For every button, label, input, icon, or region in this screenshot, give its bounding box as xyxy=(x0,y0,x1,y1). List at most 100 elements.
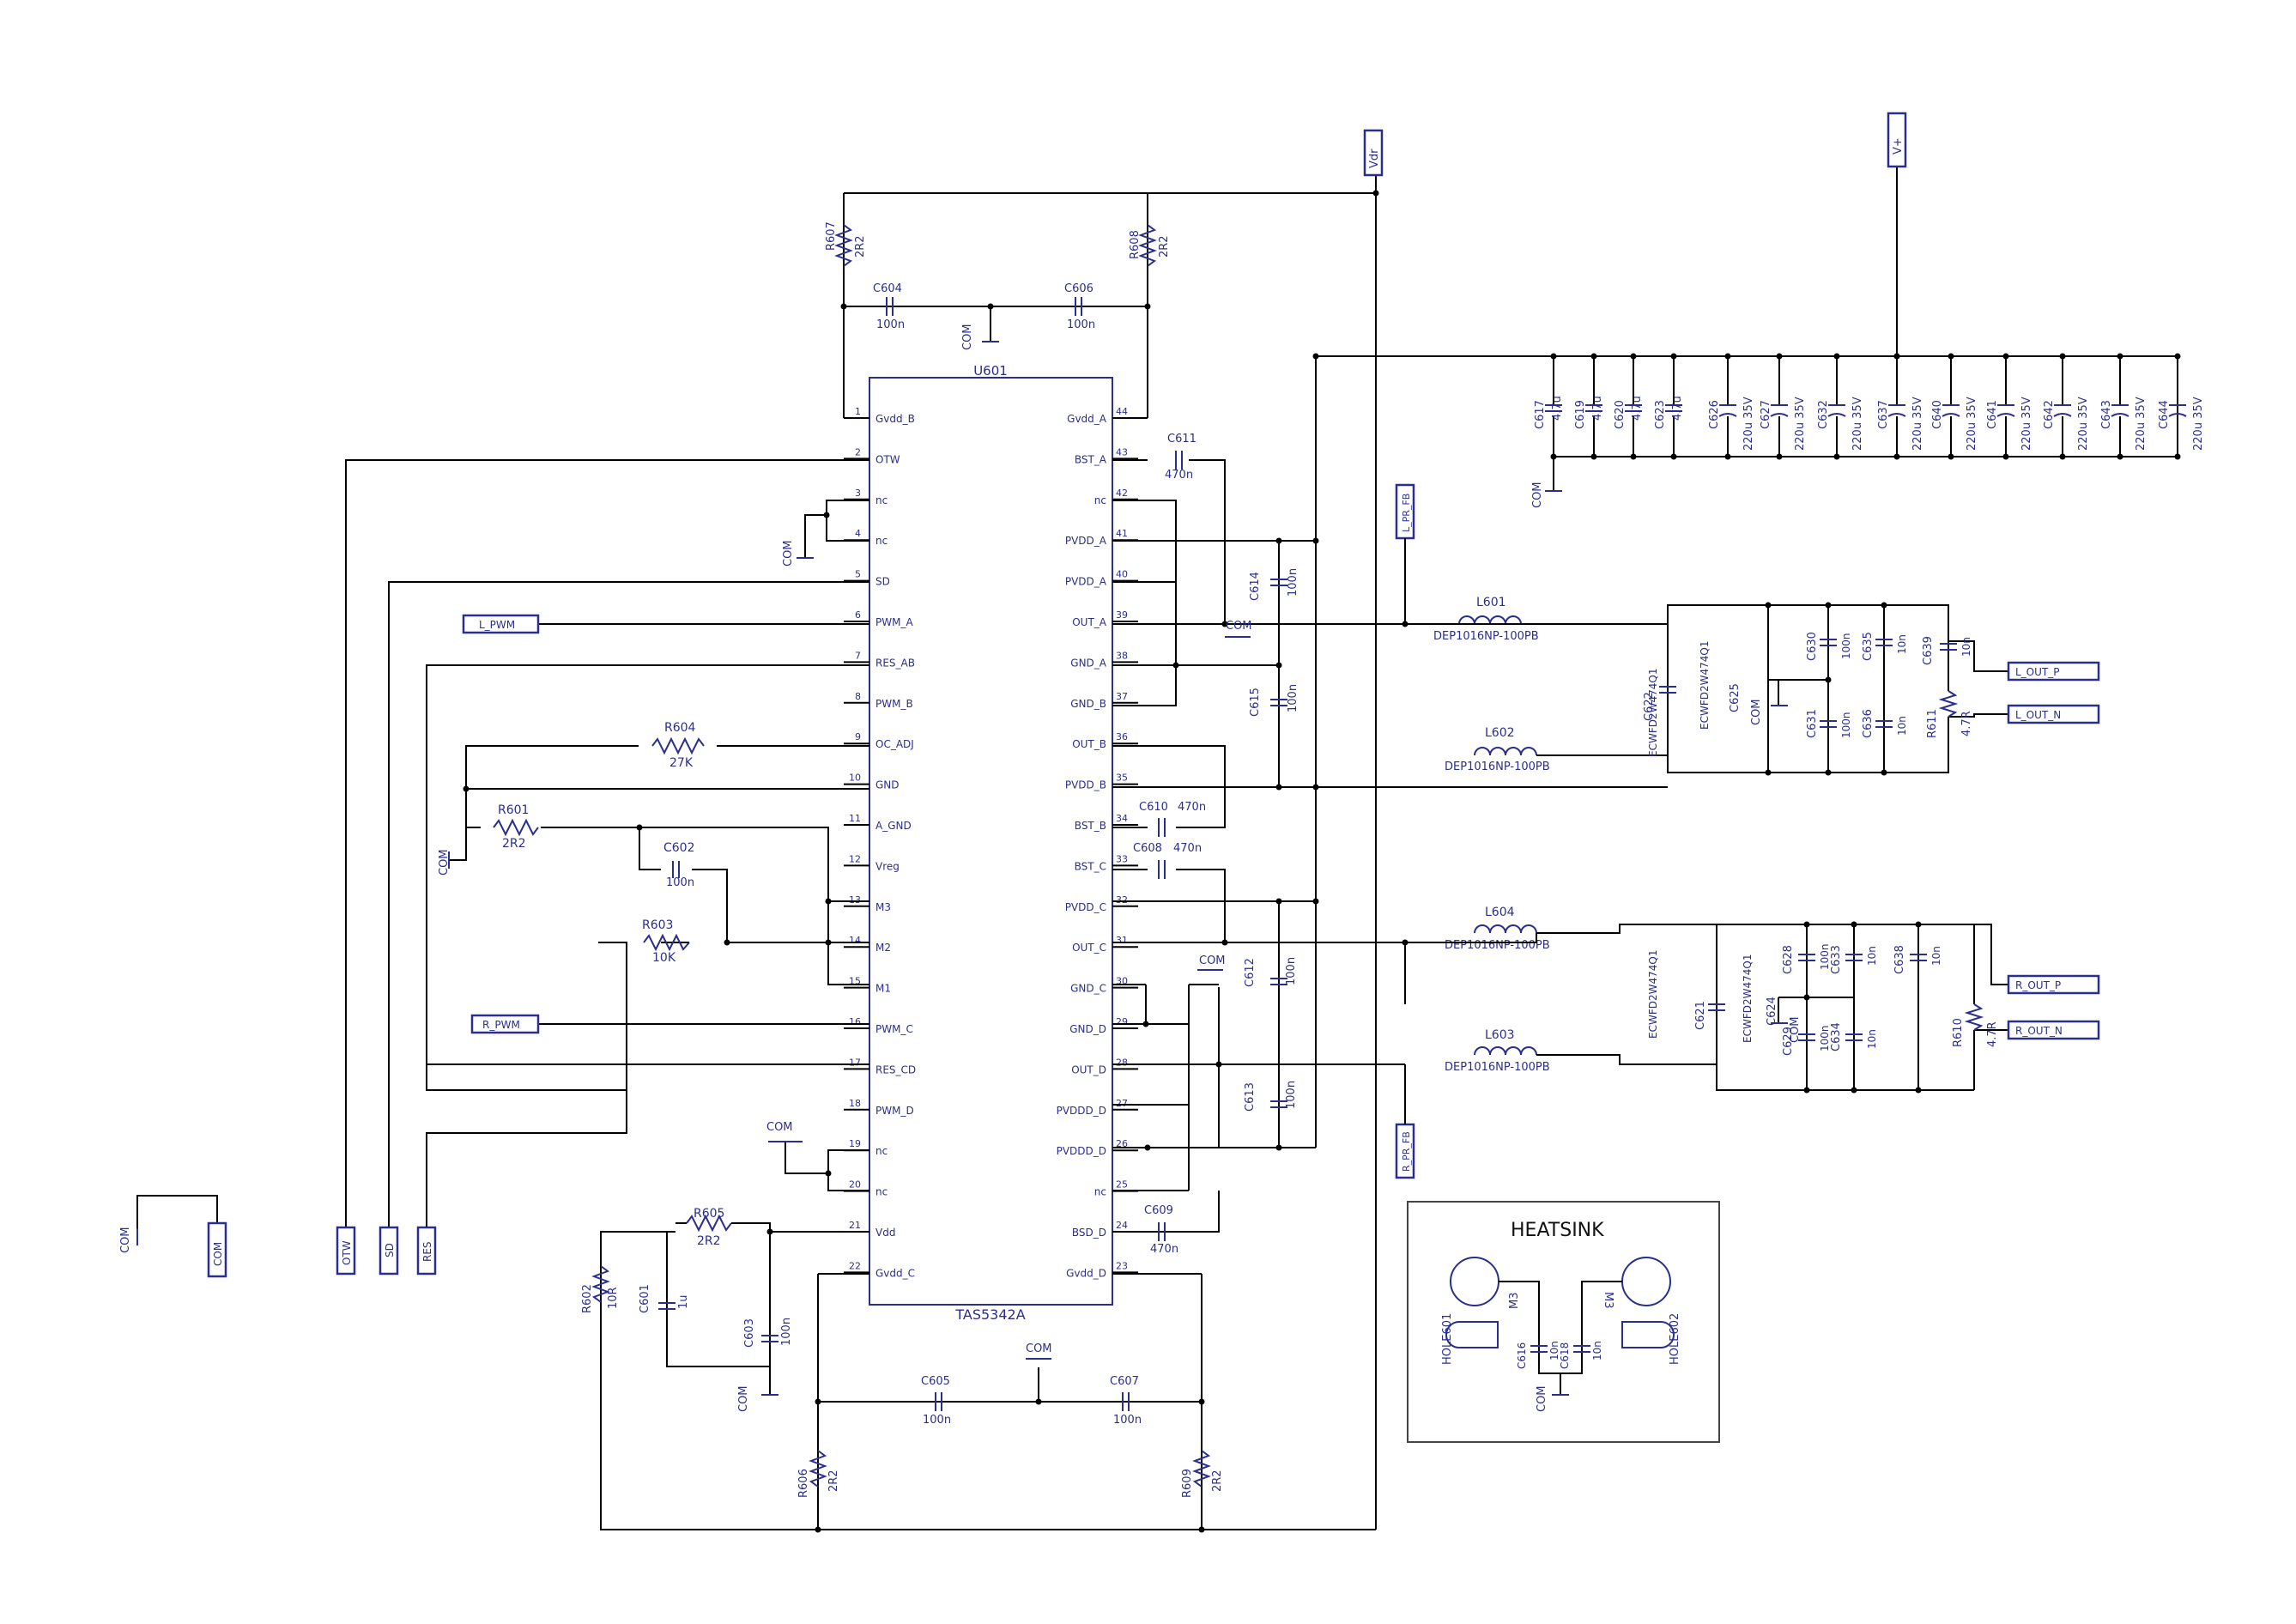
parts-c613-ref: C613 xyxy=(1244,1082,1257,1112)
port-sd xyxy=(379,1226,399,1276)
pin-number: 13 xyxy=(849,894,861,906)
ports-l_pwm: L_PWM xyxy=(479,619,515,631)
pin-number: 12 xyxy=(849,853,861,864)
pin-label: GND xyxy=(875,779,900,791)
parts-c602-val: 100n xyxy=(666,876,694,889)
parts-c613-val: 100n xyxy=(1285,1081,1298,1109)
bulk-cap-value: 220u 35V xyxy=(2192,397,2205,451)
pin-number: 19 xyxy=(849,1138,861,1149)
resistor-r604 xyxy=(651,736,705,755)
ports-com: COM xyxy=(1226,620,1252,633)
capacitor-c604: C604 100n xyxy=(873,282,905,331)
pin-label: Gvdd_C xyxy=(875,1267,915,1279)
pin-number: 4 xyxy=(855,528,861,539)
parts-r604-val: 27K xyxy=(669,756,694,770)
parts-c603-ref: C603 xyxy=(743,1318,756,1348)
parts-c635-ref: C635 xyxy=(1862,632,1875,661)
pin-label: Gvdd_A xyxy=(1067,413,1107,425)
ports-r_pwm: R_PWM xyxy=(482,1019,520,1031)
port-otw xyxy=(336,1226,356,1276)
pin-number: 39 xyxy=(1116,609,1128,621)
chip-right-pins: 44Gvdd_A43BST_A42nc41PVDD_A40PVDD_A39OUT… xyxy=(1057,406,1138,1279)
pin-label: OUT_A xyxy=(1072,616,1107,628)
capacitor-c635: C635 10n xyxy=(1862,632,1908,661)
bulk-cap-value: 220u 35V xyxy=(2135,397,2148,451)
port-vplus xyxy=(1887,112,1907,168)
pin-label: Gvdd_B xyxy=(875,413,915,425)
capacitor-c610: C610 470n xyxy=(1139,801,1206,837)
parts-c634-ref: C634 xyxy=(1830,1022,1843,1051)
resistor-r603 xyxy=(643,933,690,952)
port-com-box xyxy=(207,1221,227,1278)
parts-c618-val: 10n xyxy=(1591,1341,1603,1360)
pin-number: 9 xyxy=(855,731,861,742)
capacitor-c605: C605 100n xyxy=(921,1375,951,1427)
parts-l601-val: DEP1016NP-100PB xyxy=(1433,630,1539,643)
pin-label: GND_B xyxy=(1070,698,1106,710)
heatsink-hole2: HOLE602 xyxy=(1669,1313,1681,1365)
resistor-r605 xyxy=(686,1214,732,1233)
pin-number: 40 xyxy=(1116,569,1128,580)
ports-com: COM xyxy=(1026,1342,1052,1355)
parts-c601-ref: C601 xyxy=(639,1284,651,1313)
parts-c622-val: ECWFD2W474Q1 xyxy=(1699,641,1711,730)
pin-number: 26 xyxy=(1116,1138,1128,1149)
parts-r611-ref: R611 xyxy=(1926,709,1939,738)
parts-c610-ref: C610 xyxy=(1139,801,1168,814)
ports-r_out_p: R_OUT_P xyxy=(2015,979,2061,991)
pin-number: 43 xyxy=(1116,446,1128,458)
parts-c636-ref: C636 xyxy=(1862,709,1875,738)
pin-number: 24 xyxy=(1116,1220,1128,1231)
pin-number: 35 xyxy=(1116,773,1128,784)
parts-c629-ref: C629 xyxy=(1782,1027,1795,1056)
parts-c604-ref: C604 xyxy=(873,282,902,295)
parts-c606-val: 100n xyxy=(1067,318,1095,331)
bulk-cap-ref: C619 xyxy=(1574,400,1587,429)
pin-number: 11 xyxy=(849,813,861,824)
pin-label: GND_C xyxy=(1070,983,1106,995)
pin-label: nc xyxy=(875,1145,888,1157)
parts-c614-ref: C614 xyxy=(1249,572,1262,601)
parts-c639-val: 10n xyxy=(1960,637,1972,657)
pin-label: PWM_C xyxy=(875,1023,913,1035)
output-filter-left xyxy=(1405,604,2008,773)
parts-c621-ref: C621 xyxy=(1694,1001,1707,1030)
port-r-out-p xyxy=(2007,974,2100,995)
bulk-cap-ref: C640 xyxy=(1931,400,1944,429)
ports-com: COM xyxy=(438,849,451,876)
parts-l601-ref: L601 xyxy=(1476,596,1506,609)
bulk-cap-ref: C643 xyxy=(2100,400,2113,429)
pin-label: nc xyxy=(1094,494,1106,506)
pin-number: 23 xyxy=(1116,1260,1128,1271)
bulk-cap-ref: C642 xyxy=(2043,400,2056,429)
parts-r606-val: 2R2 xyxy=(827,1469,840,1492)
heatsink-m3a: M3 xyxy=(1508,1293,1521,1310)
parts-l603-ref: L603 xyxy=(1485,1028,1515,1042)
parts-c602-ref: C602 xyxy=(663,841,695,855)
parts-c622-val: ECWFD2W474Q1 xyxy=(1647,669,1659,757)
parts-c612-ref: C612 xyxy=(1244,958,1257,987)
inductor-l601: L601 DEP1016NP-100PB xyxy=(1433,596,1539,643)
chip-part: TAS5342A xyxy=(954,1306,1025,1323)
parts-c618-ref: C618 xyxy=(1559,1342,1571,1369)
parts-r606-ref: R606 xyxy=(797,1469,810,1498)
pin-label: nc xyxy=(875,494,888,506)
r607-val: 2R2 xyxy=(854,235,867,258)
parts-r602-val: 10R xyxy=(607,1287,620,1309)
bulk-cap-ref: C620 xyxy=(1614,400,1627,429)
chip-u601: U601 TAS5342A 1Gvdd_B2OTW3nc4nc5SD6PWM_A… xyxy=(844,363,1138,1323)
parts-c614-val: 100n xyxy=(1287,568,1299,597)
parts-c608-ref: C608 xyxy=(1133,842,1162,855)
parts-c611-ref: C611 xyxy=(1167,433,1196,445)
ports-com: COM xyxy=(737,1385,750,1412)
bulk-cap-value: 4.7u xyxy=(1591,396,1604,421)
ports-com: COM xyxy=(1789,1016,1802,1043)
r608-val: 2R2 xyxy=(1158,235,1171,258)
pin-number: 36 xyxy=(1116,731,1128,742)
pin-label: PWM_B xyxy=(875,698,913,710)
bulk-cap-ref: C617 xyxy=(1534,400,1547,429)
bulk-cap-value: 220u 35V xyxy=(1794,397,1807,451)
pin-number: 17 xyxy=(849,1057,861,1068)
pin-label: GND_A xyxy=(1070,657,1107,669)
